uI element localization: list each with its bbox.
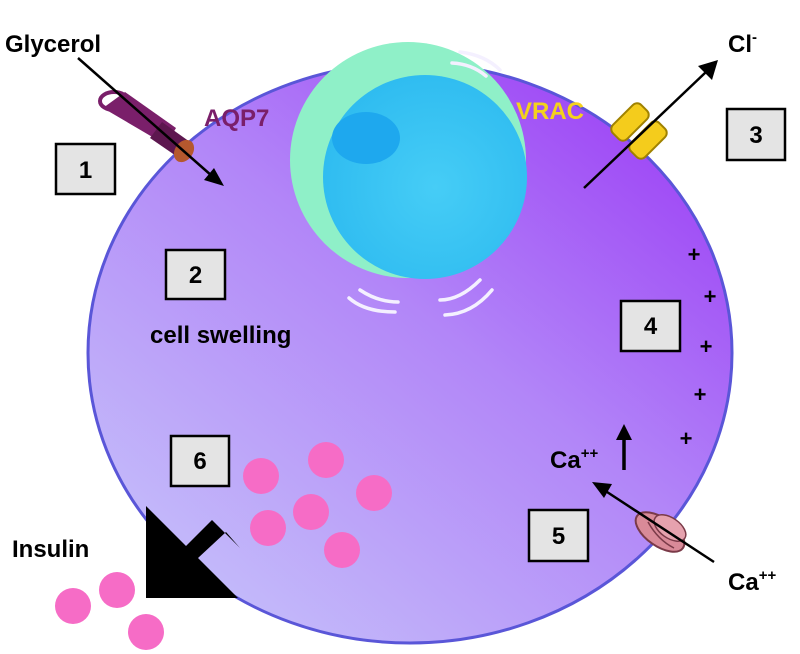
step-box-2: 2 bbox=[164, 248, 227, 301]
step-number: 1 bbox=[79, 157, 92, 184]
calcium-inside-label: Ca++ bbox=[550, 445, 598, 474]
step-box-3: 3 bbox=[725, 107, 787, 162]
charge-plus: + bbox=[704, 284, 717, 309]
chloride-charge: - bbox=[752, 29, 757, 46]
step-number: 3 bbox=[749, 122, 762, 149]
charge-plus: + bbox=[680, 426, 693, 451]
membrane-charges: + + + + + bbox=[680, 242, 717, 451]
step-number: 2 bbox=[189, 262, 202, 289]
step-number: 6 bbox=[193, 448, 206, 475]
calcium-outside-charge: ++ bbox=[759, 567, 777, 584]
chloride-label: Cl- bbox=[728, 29, 757, 58]
calcium-influx-arrow bbox=[592, 482, 715, 564]
insulin-granules-secreted bbox=[55, 572, 164, 650]
step-box-4: 4 bbox=[619, 299, 682, 353]
step-box-5: 5 bbox=[527, 508, 590, 563]
step-box-1: 1 bbox=[54, 142, 117, 196]
step-box-6: 6 bbox=[169, 434, 231, 488]
glycerol-label: Glycerol bbox=[5, 31, 101, 58]
nucleus bbox=[290, 42, 527, 317]
charge-plus: + bbox=[694, 382, 707, 407]
glycerol-arrow bbox=[77, 57, 224, 186]
cell-swelling-label: cell swelling bbox=[150, 322, 291, 349]
step-number: 5 bbox=[552, 523, 565, 550]
vrac-channel-icon bbox=[610, 102, 668, 160]
calcium-inside-charge: ++ bbox=[581, 445, 599, 462]
chloride-symbol: Cl bbox=[728, 31, 752, 58]
insulin-granules-inside bbox=[243, 442, 392, 568]
swelling-motion-lines bbox=[347, 50, 502, 317]
secretion-arrow-icon bbox=[146, 506, 240, 598]
calcium-outside-symbol: Ca bbox=[728, 569, 759, 596]
charge-plus: + bbox=[688, 242, 701, 267]
nucleolus bbox=[332, 112, 400, 164]
calcium-inside-symbol: Ca bbox=[550, 447, 581, 474]
vrac-label: VRAC bbox=[516, 98, 584, 125]
calcium-channel-icon bbox=[634, 511, 687, 553]
chloride-arrow bbox=[583, 60, 718, 189]
calcium-outside-label: Ca++ bbox=[728, 567, 776, 596]
insulin-label: Insulin bbox=[12, 536, 89, 563]
charge-plus: + bbox=[700, 334, 713, 359]
calcium-rise-arrow bbox=[616, 424, 632, 470]
aqp7-label: AQP7 bbox=[204, 105, 269, 132]
step-number: 4 bbox=[644, 313, 658, 340]
